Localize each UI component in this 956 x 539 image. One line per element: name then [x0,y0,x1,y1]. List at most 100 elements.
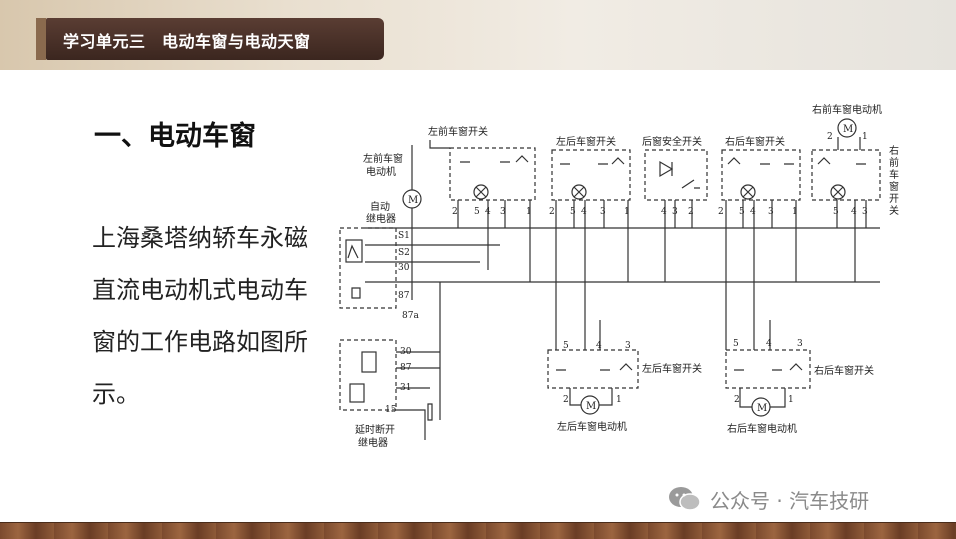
pin-rld-3: 3 [625,341,631,351]
unit-title: 学习单元三 电动车窗与电动天窗 [63,32,311,51]
pin-15: 15 [385,405,397,415]
label-rear-safety-switch: 后窗安全开关 [642,135,702,148]
rear-safety-switch-box [644,149,708,201]
label-front-right-motor: 右前车窗电动机 [812,103,882,116]
pin-frm-1: 1 [862,132,868,142]
label-rear-left-motor: 左后车窗电动机 [557,420,627,433]
safety-contact [681,179,700,189]
pin-rr-1: 1 [792,207,798,217]
pin-rr-3: 3 [768,207,774,217]
power-window-circuit-diagram: 左前车窗开关 左前车窗 电动机 自动 继电器 左后车窗开关 后窗安全开关 右后车… [339,103,899,449]
label-auto-relay-2: 继电器 [366,212,396,225]
label-delay-relay-1: 延时断开 [355,423,395,436]
motor-m-3: M [586,401,596,412]
pin-rs-2: 2 [688,207,694,217]
pin-rr-2: 2 [718,207,724,217]
vlabel-char-6: 关 [889,204,899,217]
switch-contacts [460,155,866,165]
pin-rld-4: 4 [596,341,602,351]
front-left-switch-box [449,147,536,201]
pin-31: 31 [400,383,411,393]
delay-relay-pins: 30 87 31 15 [385,347,412,415]
watermark-text: 公众号 · 汽车技研 [710,488,870,513]
pin-rrd-4: 4 [766,339,772,349]
watermark: 公众号 · 汽车技研 [668,484,869,514]
pin-rl-2: 2 [549,207,555,217]
vlabel-char-4: 窗 [889,180,899,193]
lamp-front-left-x [475,186,487,198]
label-front-left-motor-1: 左前车窗 [363,152,403,165]
pin-30b: 30 [400,347,412,357]
delay-relay-box [339,339,397,411]
lamp-rear-left-x [573,186,585,198]
rear-right-door-switch-box [725,349,811,389]
vlabel-char-2: 前 [889,156,899,169]
switch-drops [411,137,867,350]
pin-rr-4: 4 [750,207,756,217]
lamp-rear-left [571,184,587,200]
pin-30a: 30 [398,263,410,273]
rear-door-switch-pins: 5 4 3 5 4 3 2 1 2 1 [563,339,803,405]
safety-diode [659,160,674,178]
label-delay-relay-2: 继电器 [358,436,388,449]
page-heading: 一、电动车窗 [94,121,256,152]
pin-rrd-5: 5 [733,339,739,349]
pin-rlm-1: 1 [616,395,622,405]
pin-rl-5: 5 [570,207,576,217]
label-rear-right-switch: 右后车窗开关 [725,135,785,148]
pin-fr-3: 3 [862,207,868,217]
bus-lines [365,227,880,420]
vlabel-char-3: 车 [889,168,899,181]
pin-87a: 87a [402,311,419,321]
pin-rs-4: 4 [661,207,667,217]
label-rear-right-motor: 右后车窗电动机 [727,422,797,435]
pin-rl-4: 4 [581,207,587,217]
lamp-front-right-x [832,186,844,198]
motor-m-1: M [408,195,418,206]
auto-relay-coil [345,239,363,263]
label-rear-left-door-switch: 左后车窗开关 [642,362,702,375]
pin-fr-4: 4 [851,207,857,217]
pin-87a-main: 87 [398,291,410,301]
pin-fl-2: 2 [452,207,458,217]
rear-left-switch-box [551,149,631,201]
rear-motor-leads [569,388,786,408]
motor-m-4: M [757,403,767,414]
lamp-front-left [473,184,489,200]
wood-floor-strip [0,522,956,539]
pin-fl-1: 1 [526,207,532,217]
pin-rr-5: 5 [739,207,745,217]
pin-frm-2: 2 [827,132,833,142]
pin-fr-5: 5 [833,207,839,217]
front-right-switch-box [811,149,881,201]
pin-s1: S1 [398,231,410,241]
section-title-tab: 学习单元三 电动车窗与电动天窗 [36,18,384,60]
label-front-left-switch: 左前车窗开关 [428,125,488,138]
pin-rld-5: 5 [563,341,569,351]
pin-s2: S2 [398,248,410,258]
pin-rl-3: 3 [600,207,606,217]
pin-rlm-2: 2 [563,395,569,405]
auto-relay-contact [347,244,361,299]
label-front-right-switch-vertical: 右 前 车 窗 开 关 [889,144,899,217]
delay-relay-lines [396,351,440,440]
description-paragraph: 上海桑塔纳轿车永磁直流电动机式电动车窗的工作电路如图所示。 [92,224,308,408]
rear-right-switch-box [721,149,801,201]
delay-relay-contact [349,383,365,403]
wechat-icon [669,487,701,511]
delay-relay-coil [361,351,377,373]
motor-m-2: M [843,124,853,135]
pin-rrm-1: 1 [788,395,794,405]
pin-fl-3: 3 [500,207,506,217]
lamp-rear-right [740,184,756,200]
rear-door-switch-contacts [556,320,803,371]
lamp-front-right [830,184,846,200]
auto-relay-pins: S1 S2 30 87 87a [398,231,419,321]
pin-rrd-3: 3 [797,339,803,349]
switch-lamps [473,184,846,200]
lamp-rear-right-x [742,186,754,198]
rear-left-door-switch-box [547,349,639,389]
label-rear-left-switch: 左后车窗开关 [556,135,616,148]
vlabel-char-1: 右 [889,144,899,157]
front-right-motor-symbol [837,118,857,138]
